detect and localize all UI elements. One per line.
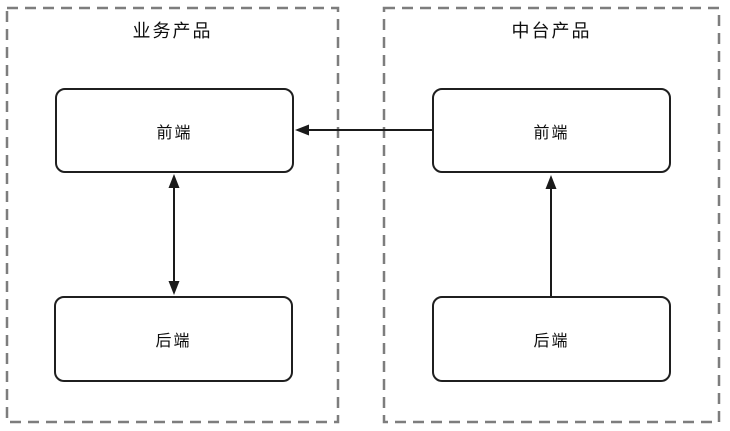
business-product-title: 业务产品	[132, 21, 213, 41]
business-backend-label: 后端	[155, 333, 192, 350]
arrowhead-left-icon	[295, 124, 309, 136]
arrowhead-down-icon	[168, 281, 180, 295]
arrowhead-up-icon	[545, 175, 557, 189]
arrowhead-up-icon	[168, 174, 180, 188]
business-frontend-label: 前端	[156, 124, 193, 142]
middle-platform-backend-label: 后端	[533, 333, 570, 350]
business-frontend-node: 前端	[55, 88, 294, 173]
middle-platform-container-border	[382, 6, 721, 424]
business-product-container-border	[5, 6, 340, 424]
middle-platform-frontend-label: 前端	[533, 124, 570, 142]
middle-platform-product-title: 中台产品	[511, 21, 592, 41]
arrow-middle-platform-backend-to-frontend	[545, 175, 557, 296]
middle-platform-backend-node: 后端	[432, 296, 671, 382]
business-backend-node: 后端	[54, 296, 293, 382]
arrow-middle-platform-frontend-to-business-frontend	[295, 124, 432, 136]
middle-platform-frontend-node: 前端	[432, 88, 671, 173]
arrow-business-frontend-backend-bidirectional	[168, 174, 180, 295]
